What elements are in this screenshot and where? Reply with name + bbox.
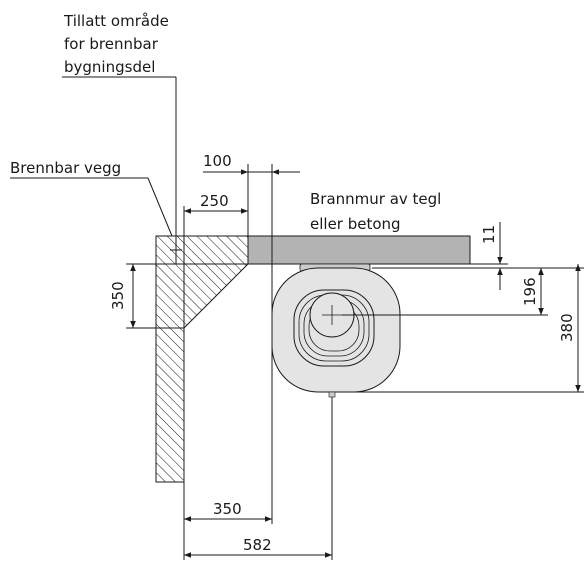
allowed-area-leader (62, 76, 182, 264)
firewall-label-line2: eller betong (310, 215, 401, 233)
allowed-area-label-line1: Tillatt område (63, 12, 169, 30)
dim-250-label: 250 (200, 192, 229, 210)
dim-11-label: 11 (480, 225, 498, 244)
dim-582 (184, 397, 333, 560)
allowed-area-label-line3: bygningsdel (64, 58, 155, 76)
dim-196-label: 196 (521, 277, 539, 306)
dim-350-horizontal (183, 482, 272, 560)
dim-250 (183, 206, 248, 236)
combustible-wall-label: Brennbar vegg (10, 159, 121, 177)
firewall-label-line1: Brannmur av tegl (310, 190, 441, 208)
combustible-wall (155, 235, 250, 483)
dim-11 (470, 222, 508, 290)
dim-582-label: 582 (243, 536, 272, 554)
dim-350-vertical-label: 350 (109, 281, 127, 310)
stove (271, 263, 401, 398)
dim-196-380 (342, 264, 584, 393)
allowed-area-label-line2: for brennbar (64, 35, 159, 53)
firewall-slab (247, 235, 471, 265)
dim-380-label: 380 (558, 313, 576, 342)
combustible-wall-leader (10, 177, 173, 237)
dim-100 (203, 164, 300, 524)
dim-350-horizontal-label: 350 (213, 500, 242, 518)
dim-100-label: 100 (203, 152, 232, 170)
dim-350-vertical (126, 263, 248, 329)
